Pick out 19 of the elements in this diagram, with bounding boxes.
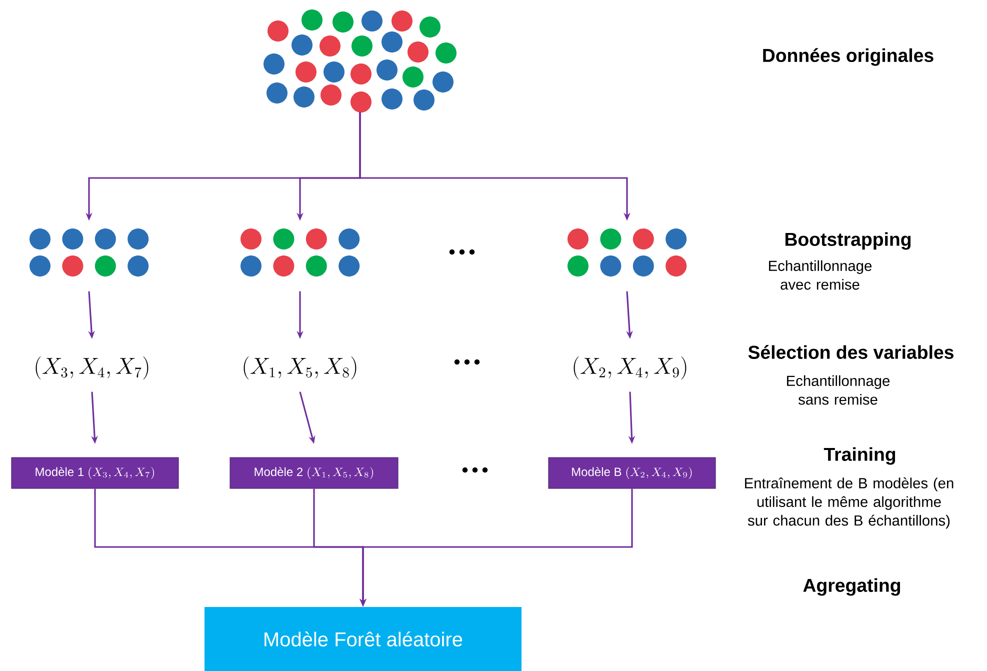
step-heading: Agregating bbox=[803, 578, 900, 596]
variable-tuple: $(X_2, X_4, X_9)$ bbox=[574, 356, 686, 380]
step-description: Entraînement de B modèles (en utilisant le même algorithme sur chacun des B échantillons) bbox=[745, 477, 954, 529]
model-box: Modèle 1 $(X_3, X_4, X_7)$ bbox=[11, 457, 179, 489]
step-heading: Sélection des variables bbox=[748, 345, 954, 359]
dot-cluster-drawing bbox=[264, 10, 456, 112]
step-description: Echantillonnage sans remise bbox=[787, 375, 890, 405]
step-heading: Training bbox=[824, 447, 896, 465]
step-heading: Bootstrapping bbox=[786, 232, 911, 250]
result-box: Modèle Forêt aléatoire bbox=[204, 607, 522, 671]
dot-cluster-drawing bbox=[240, 228, 360, 276]
dot-cluster-drawing bbox=[568, 228, 687, 276]
dot-cluster-drawing bbox=[30, 228, 149, 276]
step-description: Echantillonnage avec remise bbox=[769, 260, 872, 290]
model-box: Modèle 2 $(X_1, X_5, X_8)$ bbox=[230, 457, 398, 489]
variable-tuple: $(X_3, X_4, X_7)$ bbox=[36, 356, 148, 380]
variable-tuple: $(X_1, X_5, X_8)$ bbox=[244, 356, 356, 380]
step-heading: Données originales bbox=[763, 48, 934, 66]
model-box: Modèle B $(X_2, X_4, X_9)$ bbox=[548, 457, 716, 489]
